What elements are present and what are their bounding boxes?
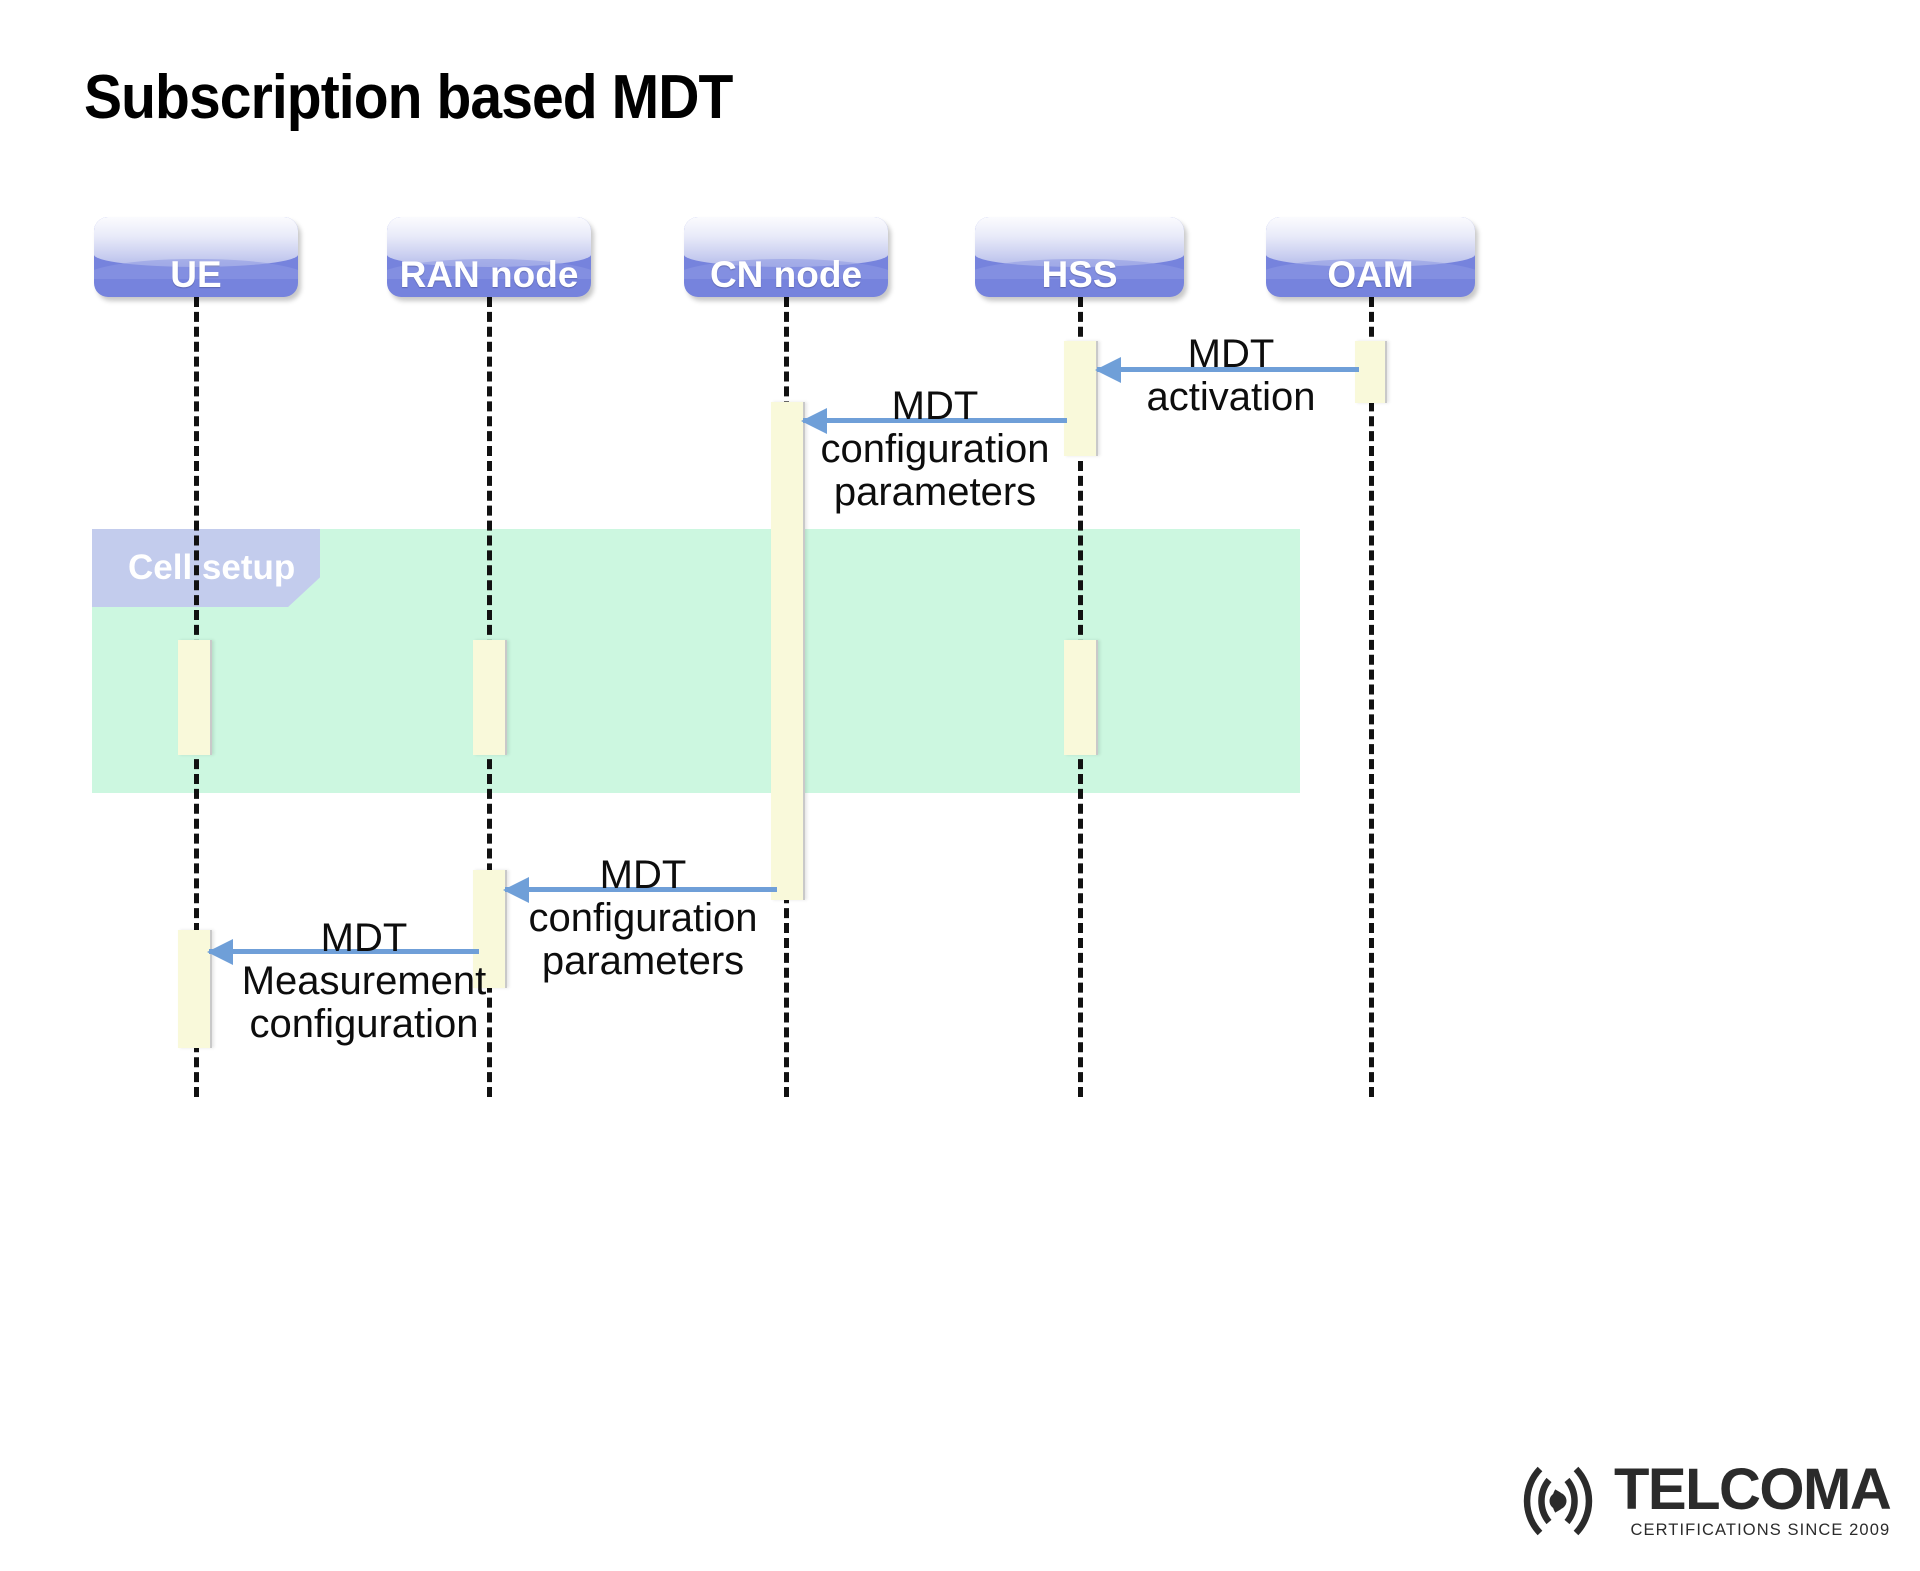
lifeline-header-gloss (94, 217, 298, 267)
lifeline-header-gloss-lip (684, 258, 888, 280)
activation-bar-ran-activation-2 (473, 870, 507, 988)
page-title: Subscription based MDT (84, 63, 733, 132)
message-arrow-mdt-activation[interactable] (1097, 367, 1359, 372)
activation-bar-ran-activation-1 (473, 640, 507, 755)
lifeline-header-gloss (1266, 217, 1475, 267)
lifeline-header-ran-node[interactable]: RAN node (387, 217, 591, 297)
lifeline-label-hss: HSS (1041, 253, 1118, 295)
lifeline-label-cn-node: CN node (709, 253, 863, 295)
activation-bar-hss-activation-1 (1064, 341, 1098, 456)
lifeline-header-oam[interactable]: OAM (1266, 217, 1475, 297)
message-label-mdt-activation: MDT activation (1146, 332, 1316, 419)
activation-bar-hss-activation-2 (1064, 640, 1098, 755)
lifeline-header-gloss (387, 217, 591, 267)
lifeline-header-gloss-lip (975, 258, 1184, 280)
activation-bar-ue-activation-1 (178, 640, 212, 755)
lifeline-label-oam: OAM (1327, 253, 1414, 295)
fragment-tab-label: Cell setup (128, 548, 296, 587)
lifeline-label-ue: UE (170, 253, 222, 295)
activation-bar-oam-activation (1355, 341, 1387, 403)
activation-bar-cn-activation-1 (771, 402, 805, 900)
message-arrow-mdt-config-params-cn-ran[interactable] (505, 887, 777, 892)
lifeline-header-gloss (684, 217, 888, 267)
message-label-mdt-measurement-config: MDT Measurement configuration (241, 916, 487, 1046)
lifeline-label-ran-node: RAN node (399, 253, 579, 295)
message-arrow-mdt-config-params-hss-cn[interactable] (803, 418, 1067, 423)
message-label-mdt-config-params-cn-ran: MDT configuration parameters (528, 853, 758, 983)
lifeline-header-hss[interactable]: HSS (975, 217, 1184, 297)
message-label-mdt-config-params-hss-cn: MDT configuration parameters (820, 384, 1050, 514)
brand-tagline: CERTIFICATIONS SINCE 2009 (1630, 1520, 1891, 1539)
radio-wave-icon (1523, 1466, 1593, 1536)
fragment-tab-cell-setup: Cell setup (92, 529, 320, 607)
lifeline-header-cn-node[interactable]: CN node (684, 217, 888, 297)
brand-logo: TELCOMA CERTIFICATIONS SINCE 2009 (1506, 1455, 1892, 1547)
lifeline-header-gloss-lip (1266, 258, 1475, 280)
lifeline-oam (1368, 297, 1374, 1097)
message-arrow-mdt-measurement-config[interactable] (209, 949, 479, 954)
lifeline-header-gloss-lip (94, 258, 298, 280)
brand-name: TELCOMA (1614, 1457, 1892, 1523)
lifeline-header-gloss (975, 217, 1184, 267)
lifeline-header-gloss-lip (387, 258, 591, 280)
lifeline-header-ue[interactable]: UE (94, 217, 298, 297)
